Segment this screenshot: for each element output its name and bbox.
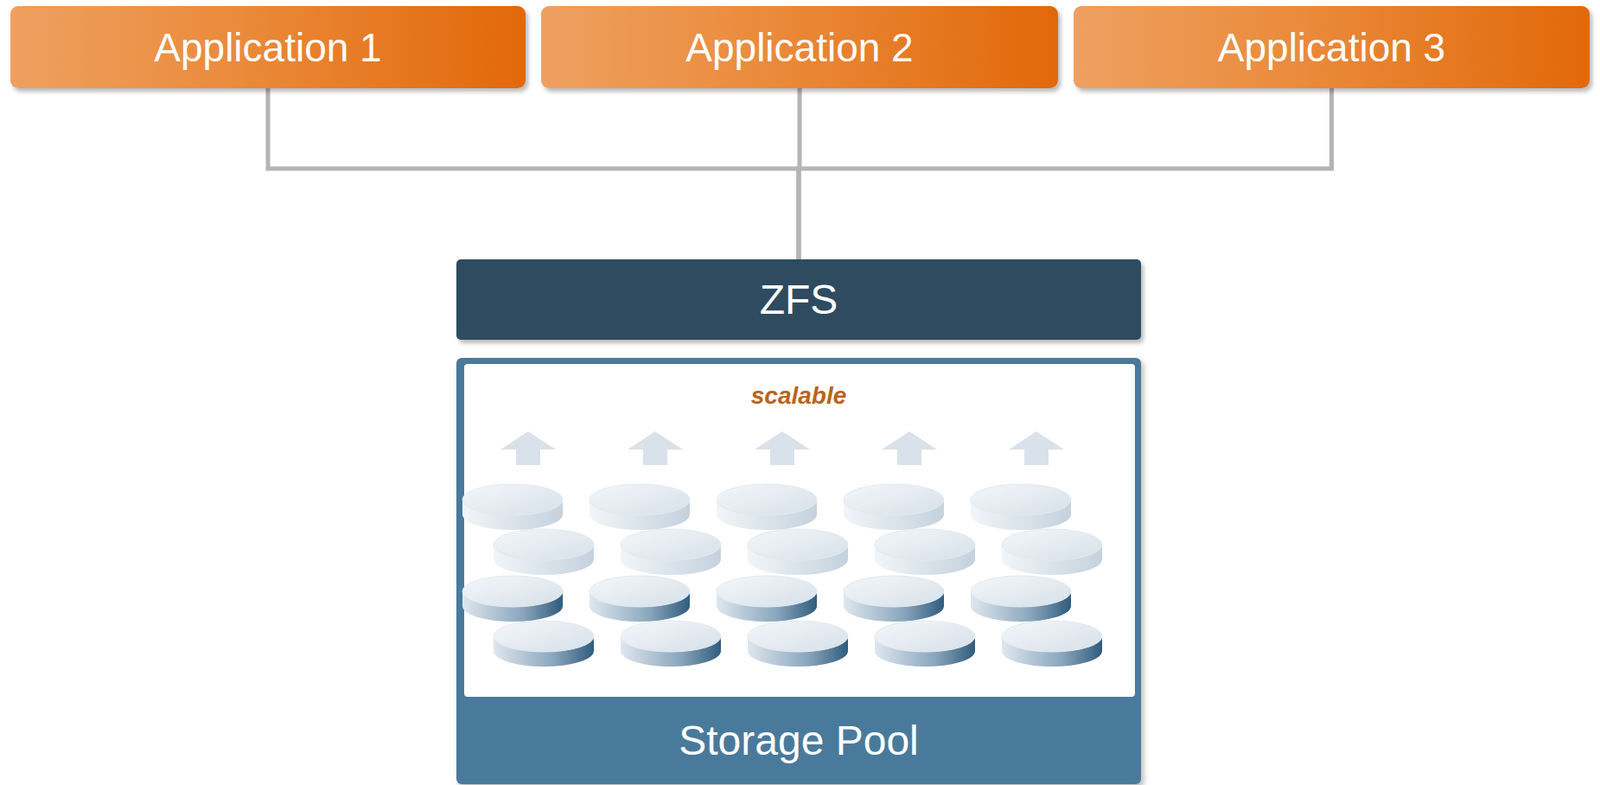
- disk-stack: [462, 431, 1103, 667]
- disk-top: [1001, 620, 1103, 652]
- scale-arrow: [881, 431, 938, 466]
- disk-top: [716, 575, 817, 607]
- disk-top: [843, 575, 944, 607]
- pool-frame: [456, 357, 1142, 785]
- disk-top: [493, 620, 594, 652]
- disk-top: [874, 620, 976, 652]
- disk-top: [716, 484, 817, 516]
- disk-top: [462, 484, 563, 516]
- disk-top: [874, 529, 976, 561]
- disk-top: [970, 484, 1071, 516]
- pool-panel: [464, 363, 1135, 697]
- application-box: Application 1: [10, 6, 526, 89]
- node-label: Application 2: [685, 24, 913, 71]
- application-box: Application 3: [1073, 6, 1590, 89]
- disk-top: [747, 620, 848, 652]
- disk-top: [1001, 529, 1103, 561]
- connector-line: [267, 88, 799, 260]
- disk-top: [620, 529, 721, 561]
- node-label: Application 3: [1217, 24, 1446, 71]
- disk-top: [843, 484, 944, 516]
- note-label: scalable: [456, 382, 1142, 410]
- node-label: ZFS: [759, 275, 839, 324]
- scale-arrow: [627, 431, 683, 466]
- application-box: Application 2: [541, 6, 1059, 89]
- disk-top: [620, 620, 721, 652]
- connector-line: [798, 88, 1333, 260]
- disk-top: [970, 575, 1071, 607]
- node-label: Application 1: [153, 24, 382, 71]
- storage-pool: Storage Pool scalable: [456, 357, 1142, 785]
- scale-arrow: [1008, 431, 1065, 466]
- disk-top: [589, 484, 690, 516]
- disk-top: [747, 529, 848, 561]
- scale-arrow: [500, 431, 556, 466]
- filesystem-band: ZFS: [456, 259, 1142, 340]
- pool-title: Storage Pool: [456, 716, 1142, 765]
- disk-top: [462, 575, 563, 607]
- disk-top: [493, 529, 594, 561]
- scale-arrow: [754, 431, 810, 466]
- disk-top: [589, 575, 690, 607]
